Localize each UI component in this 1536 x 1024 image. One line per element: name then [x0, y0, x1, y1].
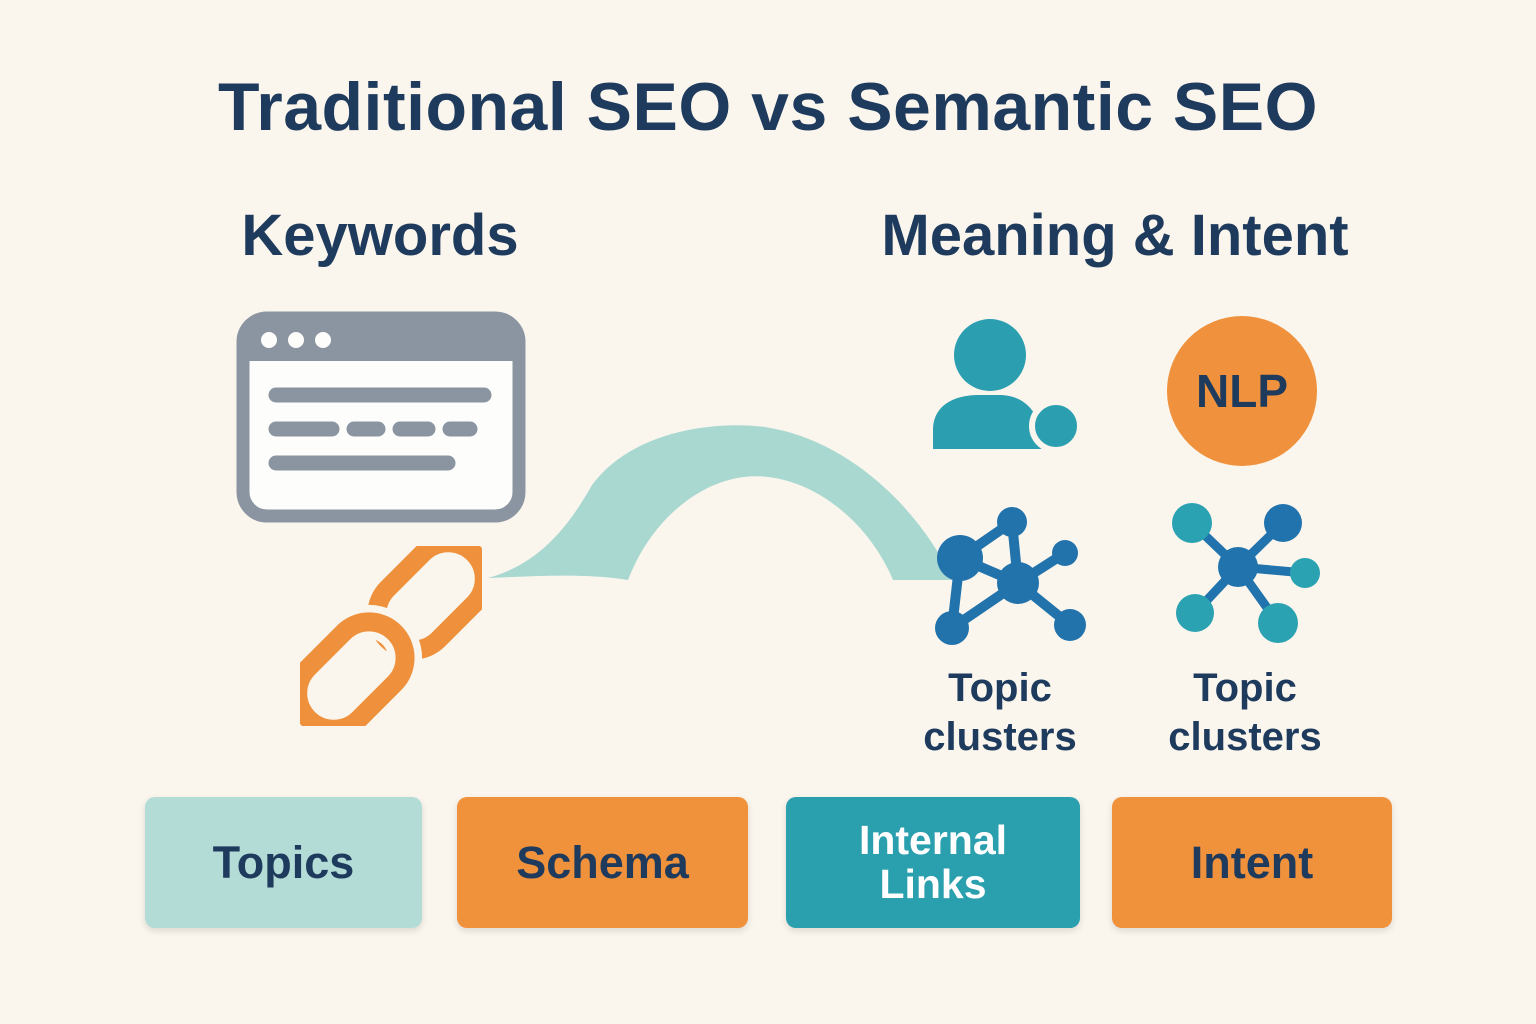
box-schema-label: Schema [516, 836, 689, 888]
browser-titlebar [244, 318, 518, 361]
link-chain-icon [300, 546, 482, 726]
nlp-badge: NLP [1167, 316, 1317, 466]
box-schema: Schema [457, 797, 748, 928]
browser-window-icon [236, 311, 526, 523]
person-body [933, 395, 1044, 449]
person-secondary-dot [1029, 399, 1083, 453]
box-intent: Intent [1112, 797, 1392, 928]
topic-clusters-label-left: Topic clusters [923, 666, 1077, 759]
box-internal-links-label: Internal Links [858, 817, 1008, 907]
nlp-badge-label: NLP [1196, 365, 1288, 417]
person-head [954, 319, 1026, 391]
box-intent-label: Intent [1190, 836, 1314, 888]
window-dot-icon [315, 332, 331, 348]
box-internal-links: Internal Links [786, 797, 1080, 928]
arc-bridge-arrow [488, 425, 953, 580]
user-person-icon [933, 319, 1083, 453]
window-dot-icon [261, 332, 277, 348]
topic-cluster-hub-icon [1172, 503, 1320, 643]
page-title: Traditional SEO vs Semantic SEO [217, 69, 1319, 145]
topic-cluster-network-icon [935, 507, 1086, 645]
heading-semantic-meaning-intent: Meaning & Intent [881, 203, 1349, 268]
topic-clusters-label-right: Topic clusters [1168, 666, 1322, 759]
window-dot-icon [288, 332, 304, 348]
heading-traditional-keywords: Keywords [241, 203, 519, 268]
box-topics: Topics [145, 797, 422, 928]
browser-text-lines [268, 387, 492, 471]
box-topics-label: Topics [212, 836, 355, 888]
